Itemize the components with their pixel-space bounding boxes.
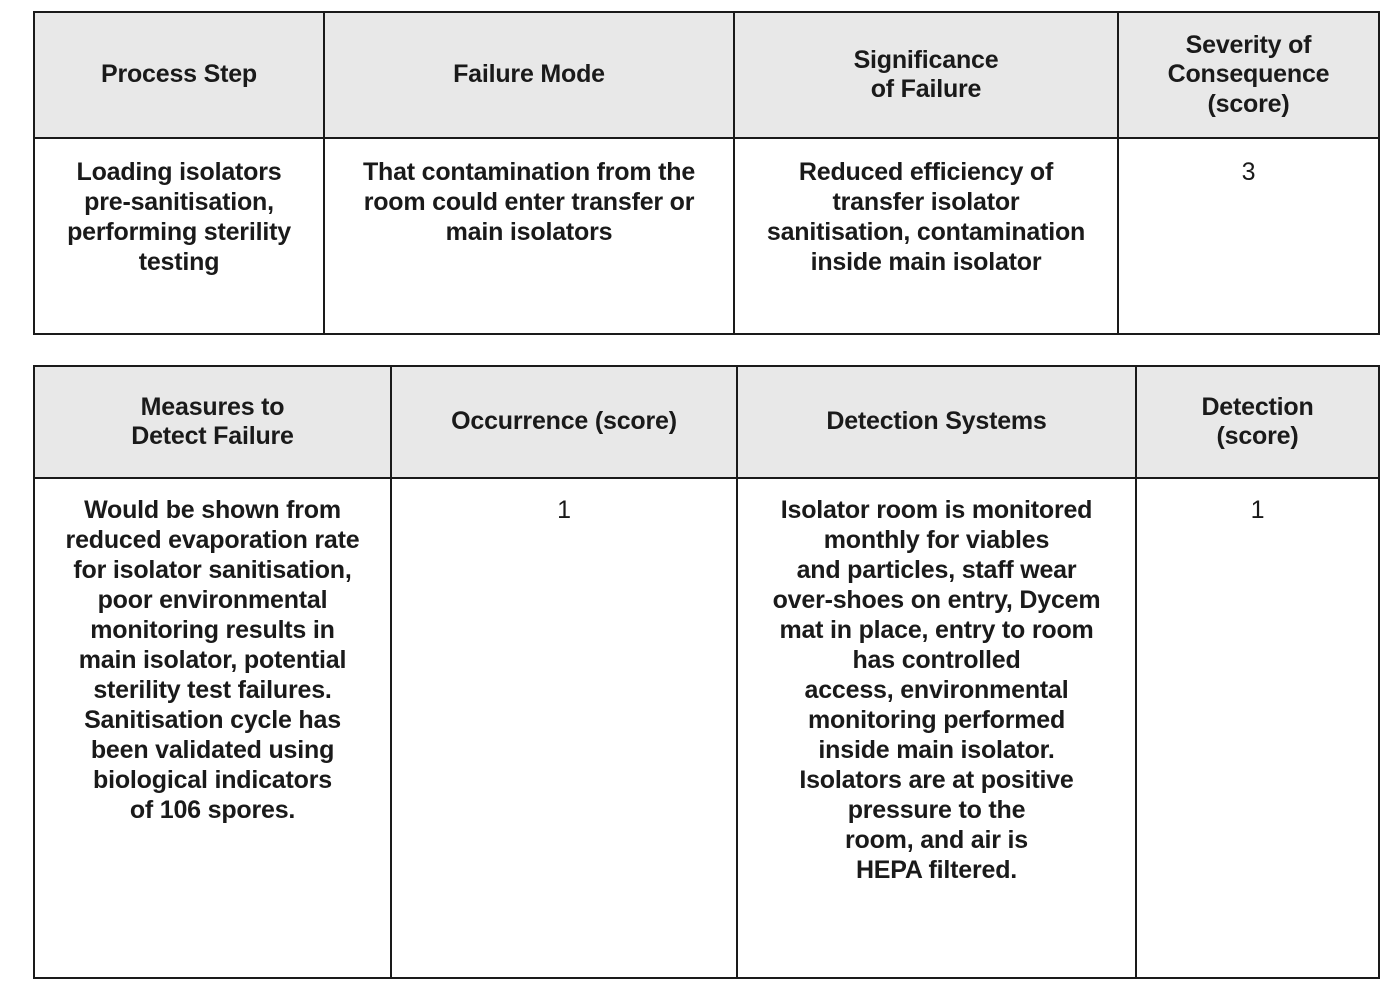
- cell-severity-of-consequence-score-value: 3: [1241, 158, 1256, 186]
- column-header-process-step: Process Step: [33, 11, 325, 139]
- cell-process-step-text: Loading isolators pre-sanitisation, perf…: [67, 158, 291, 276]
- column-header-detection-systems: Detection Systems: [736, 365, 1137, 479]
- cell-occurrence-score-value: 1: [557, 496, 571, 524]
- cell-failure-mode-text: That contamination from the room could e…: [362, 158, 696, 246]
- column-header-failure-mode: Failure Mode: [323, 11, 735, 139]
- cell-detection-score-value: 1: [1250, 496, 1265, 524]
- cell-measures-to-detect-failure-text: Would be shown from reduced evaporation …: [65, 496, 360, 824]
- cell-measures-to-detect-failure: Would be shown from reduced evaporation …: [33, 477, 392, 979]
- column-header-detection-systems-label: Detection Systems: [826, 407, 1047, 436]
- column-header-occurrence-score: Occurrence (score): [390, 365, 738, 479]
- cell-significance-of-failure-text: Reduced efficiency of transfer isolator …: [766, 158, 1086, 276]
- table-row: Would be shown from reduced evaporation …: [33, 477, 1380, 979]
- column-header-failure-mode-label: Failure Mode: [453, 60, 605, 89]
- fmea-table-top: Process Step Failure Mode Significance o…: [33, 11, 1380, 335]
- cell-process-step: Loading isolators pre-sanitisation, perf…: [33, 137, 325, 335]
- cell-detection-systems-text: Isolator room is monitored monthly for v…: [772, 496, 1101, 884]
- column-header-severity-of-consequence: Severity of Consequence (score): [1117, 11, 1380, 139]
- column-header-significance-of-failure-label: Significance of Failure: [853, 45, 999, 104]
- column-header-measures-to-detect-failure-label: Measures to Detect Failure: [131, 392, 294, 451]
- cell-detection-systems: Isolator room is monitored monthly for v…: [736, 477, 1137, 979]
- column-header-detection-score-label: Detection (score): [1201, 392, 1314, 451]
- cell-failure-mode: That contamination from the room could e…: [323, 137, 735, 335]
- column-header-occurrence-score-label: Occurrence (score): [451, 407, 677, 436]
- column-header-significance-of-failure: Significance of Failure: [733, 11, 1119, 139]
- cell-occurrence-score: 1: [390, 477, 738, 979]
- column-header-severity-of-consequence-label: Severity of Consequence (score): [1167, 30, 1330, 118]
- column-header-detection-score: Detection (score): [1135, 365, 1380, 479]
- cell-severity-of-consequence-score: 3: [1117, 137, 1380, 335]
- column-header-process-step-label: Process Step: [100, 60, 257, 89]
- column-header-measures-to-detect-failure: Measures to Detect Failure: [33, 365, 392, 479]
- table-top-header-row: Process Step Failure Mode Significance o…: [33, 11, 1380, 139]
- table-row: Loading isolators pre-sanitisation, perf…: [33, 137, 1380, 335]
- cell-detection-score: 1: [1135, 477, 1380, 979]
- cell-significance-of-failure: Reduced efficiency of transfer isolator …: [733, 137, 1119, 335]
- table-bottom-header-row: Measures to Detect Failure Occurrence (s…: [33, 365, 1380, 479]
- fmea-table-bottom: Measures to Detect Failure Occurrence (s…: [33, 365, 1380, 979]
